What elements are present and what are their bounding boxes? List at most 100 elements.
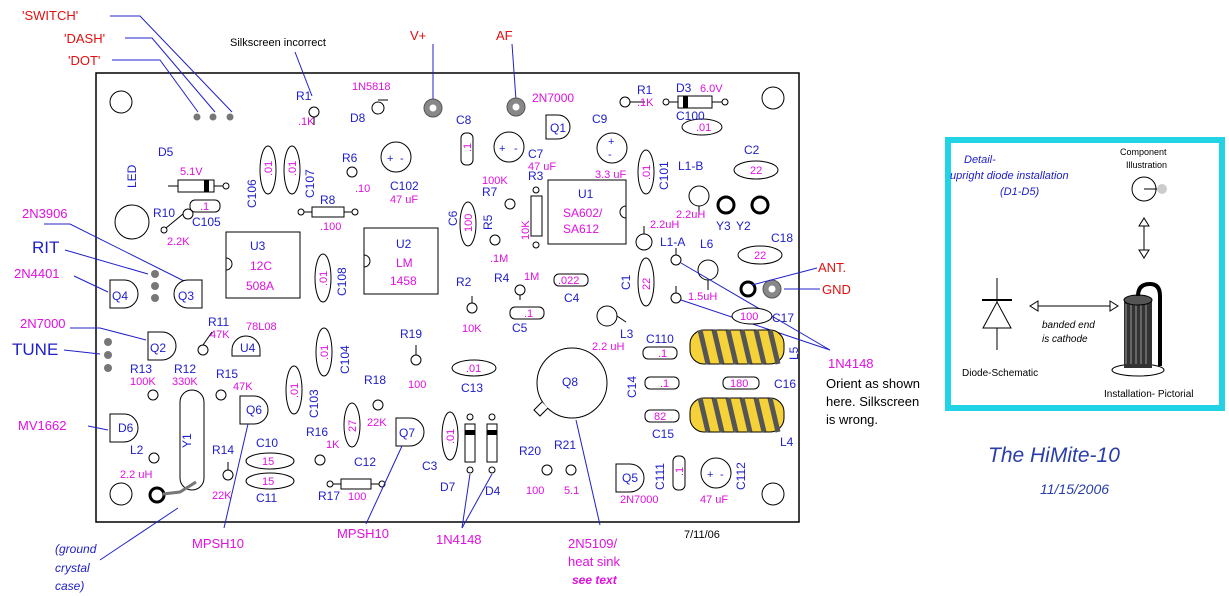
mount-hole-tl	[109, 90, 133, 114]
svg-text:D8: D8	[350, 111, 366, 125]
c110: C110 .1	[642, 332, 678, 360]
svg-text:Q1: Q1	[550, 121, 566, 135]
svg-text:100K: 100K	[130, 376, 156, 388]
c12: 27 C12	[343, 402, 376, 469]
svg-text:Component: Component	[1120, 147, 1167, 157]
svg-text:R20: R20	[519, 444, 541, 458]
svg-text:100: 100	[463, 214, 475, 232]
svg-text:12C: 12C	[250, 259, 272, 273]
c3: .01 C3	[422, 411, 459, 473]
mount-hole-bl	[109, 482, 133, 506]
svg-text:2N3906: 2N3906	[22, 206, 68, 221]
svg-text:L6: L6	[700, 237, 714, 251]
detail-panel: Detail- upright diode installation (D1-D…	[945, 137, 1225, 411]
svg-text:C9: C9	[592, 112, 608, 126]
d6: D6	[109, 413, 139, 443]
svg-text:2N7000: 2N7000	[20, 316, 66, 331]
r21: R21 5.1	[554, 438, 579, 497]
svg-text:.100: .100	[320, 221, 341, 233]
svg-text:180: 180	[730, 378, 748, 390]
svg-text:Q6: Q6	[246, 403, 262, 417]
c101: .01 C101	[637, 149, 671, 195]
c106: .01 C106	[245, 145, 277, 208]
q2-callout: 2N7000	[20, 316, 147, 341]
svg-text:L5: L5	[787, 346, 801, 360]
svg-text:-: -	[514, 143, 518, 155]
c11: 15 C11	[245, 472, 295, 505]
svg-text:.10: .10	[355, 183, 370, 195]
svg-text:.1: .1	[658, 348, 667, 360]
svg-text:Silkscreen incorrect: Silkscreen incorrect	[230, 37, 326, 49]
svg-text:.1: .1	[674, 467, 686, 476]
svg-text:L3: L3	[620, 327, 634, 341]
svg-text:100K: 100K	[482, 175, 508, 187]
d8: 1N5818 D8	[350, 81, 391, 125]
q7: Q7	[395, 417, 425, 447]
svg-text:R12: R12	[174, 362, 196, 376]
upright-diodes: 1N4148 Orient as shown here. Silkscreen …	[670, 248, 920, 427]
svg-text:.01: .01	[263, 161, 275, 176]
svg-text:banded end: banded end	[1042, 320, 1095, 331]
svg-text:C103: C103	[307, 389, 321, 418]
q6: Q6	[239, 395, 269, 425]
svg-text:D7: D7	[440, 480, 456, 494]
svg-text:.01: .01	[445, 429, 457, 444]
svg-text:2.2uH: 2.2uH	[676, 209, 705, 221]
c10: C10 15	[245, 436, 295, 470]
svg-text:ANT.: ANT.	[818, 260, 846, 275]
svg-text:R11: R11	[208, 315, 229, 329]
silkscreen-callout: Silkscreen incorrect	[230, 37, 326, 97]
c102: + - C102 47 uF	[380, 141, 419, 206]
svg-text:508A: 508A	[246, 279, 274, 293]
r16: R16 1K	[306, 425, 340, 466]
svg-text:RIT: RIT	[32, 238, 59, 257]
c105: .1 C105	[189, 199, 221, 229]
svg-text:R21: R21	[554, 438, 576, 452]
svg-text:.01: .01	[696, 122, 711, 134]
r4: R4 1M	[494, 271, 539, 300]
q3: Q3	[173, 279, 203, 309]
svg-text:C100: C100	[676, 109, 705, 123]
r19: R19 100	[400, 327, 426, 391]
c7: + - C7 47 uF	[493, 131, 556, 173]
r10: R10 2.2K	[153, 206, 194, 248]
svg-text:.022: .022	[558, 275, 579, 287]
svg-text:LED: LED	[125, 164, 139, 188]
c4: .022 C4	[553, 273, 589, 305]
led-d5: LED D5 5.1V	[125, 145, 230, 193]
svg-text:crystal: crystal	[55, 561, 90, 575]
svg-text:C4: C4	[564, 291, 580, 305]
svg-text:10K: 10K	[520, 220, 532, 240]
svg-text:C18: C18	[771, 231, 793, 245]
svg-text:.01: .01	[287, 161, 299, 176]
svg-text:C2: C2	[744, 143, 760, 157]
svg-text:upright diode installation: upright diode installation	[950, 170, 1069, 182]
svg-text:R18: R18	[364, 373, 386, 387]
svg-text:C6: C6	[446, 210, 460, 226]
svg-text:-: -	[608, 149, 612, 161]
svg-text:R8: R8	[320, 193, 336, 207]
svg-text:330K: 330K	[172, 376, 198, 388]
u1-chip: U1 SA602/ SA612	[547, 179, 627, 245]
svg-text:D5: D5	[158, 145, 174, 159]
r6: R6 .10	[342, 151, 370, 195]
svg-text:MPSH10: MPSH10	[337, 526, 389, 541]
svg-text:22: 22	[754, 250, 766, 262]
q2: Q2	[147, 331, 177, 361]
svg-text:Q7: Q7	[399, 426, 415, 440]
svg-text:.1K: .1K	[298, 116, 315, 128]
svg-text:C14: C14	[625, 376, 639, 398]
svg-text:.01: .01	[641, 165, 653, 180]
svg-text:5.1V: 5.1V	[180, 166, 203, 178]
svg-text:-: -	[720, 469, 724, 481]
q8: Q8	[533, 347, 608, 419]
svg-text:.1: .1	[462, 143, 474, 152]
svg-text:Illustration: Illustration	[1126, 160, 1167, 170]
svg-text:R1: R1	[296, 89, 312, 103]
svg-text:2.2 uH: 2.2 uH	[592, 341, 624, 353]
svg-text:2.2 uH: 2.2 uH	[120, 469, 152, 481]
y3-y2: Y3 Y2	[716, 195, 770, 233]
svg-text:R4: R4	[494, 271, 510, 285]
svg-text:1458: 1458	[390, 274, 417, 288]
svg-text:.1M: .1M	[490, 253, 508, 265]
